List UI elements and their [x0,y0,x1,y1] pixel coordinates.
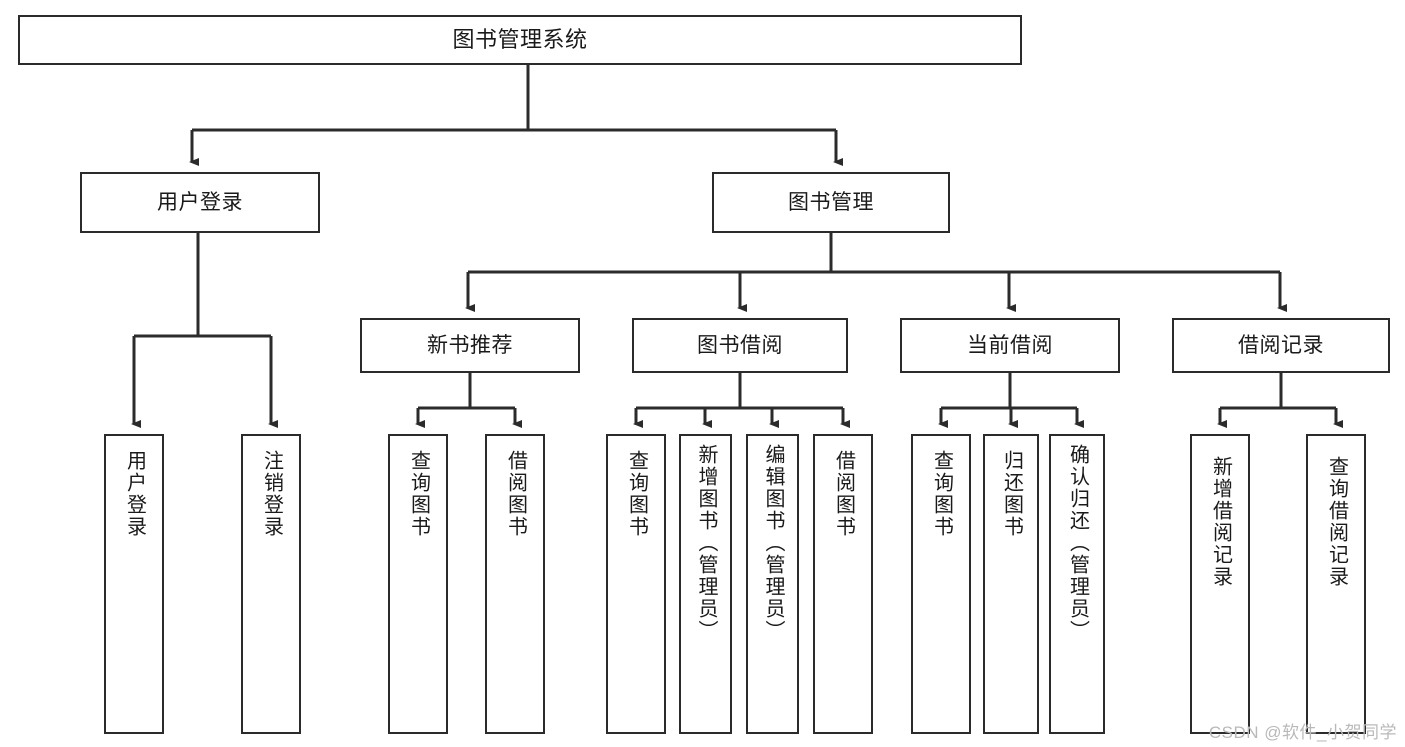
leaf-rec-search-label: 查询借阅记录 [1325,456,1348,588]
leaf-rec-borrow-label: 借阅图书 [504,450,527,538]
node-book-borrow-label: 图书借阅 [697,333,783,357]
leaf-cur-confirm[interactable]: 确认归还（管理员） [1049,434,1105,734]
leaf-rec-borrow[interactable]: 借阅图书 [485,434,545,734]
leaf-cur-query[interactable]: 查询图书 [911,434,971,734]
leaf-rec-query[interactable]: 查询图书 [388,434,448,734]
node-user-login[interactable]: 用户登录 [80,172,320,233]
node-new-book-rec-label: 新书推荐 [427,333,513,357]
leaf-rec-query-label: 查询图书 [407,450,430,538]
leaf-cur-confirm-label: 确认归还（管理员） [1066,444,1089,642]
node-borrow-record[interactable]: 借阅记录 [1172,318,1390,373]
leaf-user-logout[interactable]: 注销登录 [241,434,301,734]
leaf-rec-add[interactable]: 新增借阅记录 [1190,434,1250,734]
leaf-user-logout-label: 注销登录 [260,450,283,538]
leaf-borrow-add-label: 新增图书（管理员） [695,444,717,642]
node-book-manage[interactable]: 图书管理 [712,172,950,233]
node-book-borrow[interactable]: 图书借阅 [632,318,848,373]
leaf-user-login-label: 用户登录 [123,450,146,538]
node-borrow-record-label: 借阅记录 [1238,333,1324,357]
leaf-borrow-lend[interactable]: 借阅图书 [813,434,873,734]
leaf-user-login[interactable]: 用户登录 [104,434,164,734]
leaf-borrow-lend-label: 借阅图书 [832,450,855,538]
node-current-borrow-label: 当前借阅 [967,333,1053,357]
node-user-login-label: 用户登录 [157,190,243,214]
leaf-borrow-edit[interactable]: 编辑图书（管理员） [746,434,799,734]
leaf-borrow-edit-label: 编辑图书（管理员） [762,444,784,642]
leaf-rec-add-label: 新增借阅记录 [1209,456,1232,588]
leaf-borrow-add[interactable]: 新增图书（管理员） [679,434,732,734]
node-root-label: 图书管理系统 [452,26,588,52]
leaf-cur-return-label: 归还图书 [1000,450,1023,538]
node-root[interactable]: 图书管理系统 [18,15,1022,65]
leaf-rec-search[interactable]: 查询借阅记录 [1306,434,1366,734]
leaf-cur-query-label: 查询图书 [930,450,953,538]
leaf-borrow-query-label: 查询图书 [625,450,648,538]
leaf-borrow-query[interactable]: 查询图书 [606,434,666,734]
leaf-cur-return[interactable]: 归还图书 [983,434,1039,734]
node-current-borrow[interactable]: 当前借阅 [900,318,1120,373]
node-new-book-rec[interactable]: 新书推荐 [360,318,580,373]
watermark-text: CSDN @软件_小贺同学 [1208,723,1397,742]
node-book-manage-label: 图书管理 [788,190,874,214]
